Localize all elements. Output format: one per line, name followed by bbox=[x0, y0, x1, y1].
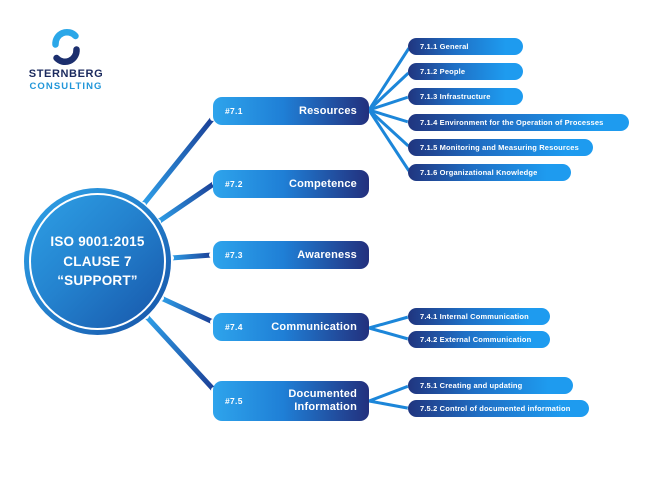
logo-brand-text: STERNBERG bbox=[28, 68, 104, 80]
branch-node-communication: #7.4 Communication bbox=[213, 313, 369, 341]
branch-code: #7.1 bbox=[225, 106, 243, 116]
logo-brand-subtext: CONSULTING bbox=[29, 81, 103, 93]
sternberg-s-icon bbox=[48, 28, 84, 66]
branch-label: Communication bbox=[271, 320, 357, 333]
branch-label: Documented Information bbox=[288, 388, 357, 413]
sub-item-7-1-4: 7.1.4 Environment for the Operation of P… bbox=[408, 114, 629, 131]
central-node-text: ISO 9001:2015 CLAUSE 7 “SUPPORT” bbox=[50, 232, 144, 291]
sub-item-7-1-2: 7.1.2 People bbox=[408, 63, 523, 80]
branch-label: Competence bbox=[288, 177, 357, 190]
sub-item-7-5-2: 7.5.2 Control of documented information bbox=[408, 400, 589, 417]
branch-code: #7.2 bbox=[225, 179, 243, 189]
sub-item-7-1-6: 7.1.6 Organizational Knowledge bbox=[408, 164, 571, 181]
sub-item-7-1-5: 7.1.5 Monitoring and Measuring Resources bbox=[408, 139, 593, 156]
branch-code: #7.4 bbox=[225, 322, 243, 332]
branch-node-competence: #7.2 Competence bbox=[213, 170, 369, 198]
sub-item-7-1-1: 7.1.1 General bbox=[408, 38, 523, 55]
branch-code: #7.3 bbox=[225, 250, 243, 260]
sub-item-7-4-1: 7.4.1 Internal Communication bbox=[408, 308, 550, 325]
central-line-1: ISO 9001:2015 bbox=[50, 234, 145, 250]
branch-code: #7.5 bbox=[225, 396, 243, 406]
branch-node-awareness: #7.3 Awareness bbox=[213, 241, 369, 269]
branch-node-documented-information: #7.5 Documented Information bbox=[213, 381, 369, 421]
branch-label: Awareness bbox=[297, 248, 357, 261]
central-line-3: “SUPPORT” bbox=[57, 273, 138, 289]
central-node-iso-clause-7: ISO 9001:2015 CLAUSE 7 “SUPPORT” bbox=[24, 188, 171, 335]
sub-item-7-1-3: 7.1.3 Infrastructure bbox=[408, 88, 523, 105]
sternberg-logo: STERNBERG CONSULTING bbox=[18, 28, 114, 93]
central-line-2: CLAUSE 7 bbox=[63, 253, 132, 269]
sub-item-7-5-1: 7.5.1 Creating and updating bbox=[408, 377, 573, 394]
branch-label: Resources bbox=[298, 104, 357, 117]
branch-node-resources: #7.1 Resources bbox=[213, 97, 369, 125]
sub-item-7-4-2: 7.4.2 External Communication bbox=[408, 331, 550, 348]
